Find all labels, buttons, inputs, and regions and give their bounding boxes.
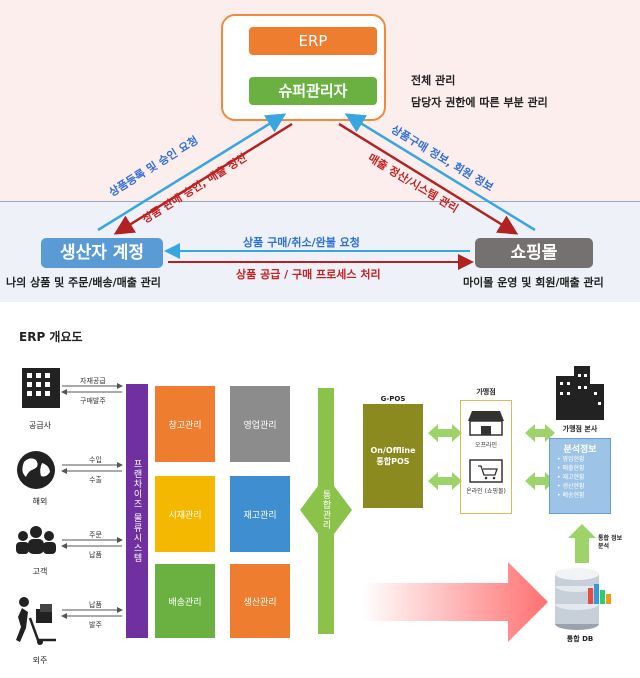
module-sales[interactable]: 영업관리 bbox=[230, 386, 290, 462]
gpos-title: G-POS bbox=[380, 395, 406, 403]
online-label: 온라인 (쇼핑몰) bbox=[466, 488, 506, 495]
store-hq-arrow-bottom bbox=[525, 472, 555, 490]
online-store-icon bbox=[469, 459, 503, 483]
hq-building-icon bbox=[556, 366, 604, 420]
producer-description: 나의 상품 및 주문/배송/매출 관리 bbox=[6, 276, 161, 289]
module-cash[interactable]: 시재관리 bbox=[155, 476, 215, 552]
people-icon bbox=[16, 526, 56, 554]
module-inventory[interactable]: 재고관리 bbox=[230, 476, 290, 552]
pos-store-arrow-top bbox=[428, 424, 462, 442]
pos-store-arrow-bottom bbox=[428, 472, 462, 490]
store-frame bbox=[460, 400, 512, 514]
franchise-logistics-bar[interactable]: 프랜차이즈 물류시스템 bbox=[126, 384, 148, 638]
mall-description: 마이몰 운영 및 회원/매출 관리 bbox=[463, 276, 604, 289]
entity-label-customer: 고객 bbox=[32, 567, 48, 576]
admin-note-partial: 담당자 권한에 따른 부분 관리 bbox=[411, 96, 548, 109]
data-flow-arrow bbox=[362, 562, 548, 642]
flow-label: 납품 bbox=[89, 551, 102, 559]
franchise-logistics-label: 프랜차이즈 물류시스템 bbox=[131, 459, 142, 563]
analysis-item: • 생산현황 bbox=[557, 483, 585, 490]
offline-store-icon bbox=[468, 411, 504, 436]
analysis-item: • 매출현황 bbox=[557, 465, 585, 472]
edge-producer-to-admin bbox=[97, 113, 287, 232]
admin-note-full: 전체 관리 bbox=[411, 74, 456, 87]
store-hq-arrow-top bbox=[525, 424, 555, 442]
analysis-arrow-label: 통합 정보 분석 bbox=[598, 535, 623, 550]
db-label: 통합 DB bbox=[566, 635, 594, 643]
analysis-title: 분석정보 bbox=[563, 445, 597, 455]
super-admin-box[interactable]: 슈퍼관리자 bbox=[249, 77, 377, 105]
flow-label: 주문 bbox=[89, 531, 102, 539]
flow-label: 수입 bbox=[89, 456, 102, 464]
label-producer-to-mall: 상품 공급 / 구매 프로세스 처리 bbox=[236, 268, 381, 281]
gpos-box[interactable]: On/Offline 통합POS bbox=[363, 404, 423, 508]
analysis-items: • 영업현황 • 매출현황 • 재고현황 • 생산현황 • 배송현황 bbox=[553, 455, 607, 500]
label-mall-to-producer: 상품 구매/취소/완불 요청 bbox=[243, 236, 360, 249]
building-icon bbox=[22, 368, 60, 408]
flow-label: 구매발주 bbox=[80, 397, 106, 405]
flow-label: 자재공급 bbox=[80, 377, 106, 385]
edge-admin-to-mall bbox=[338, 122, 519, 235]
globe-icon bbox=[17, 451, 55, 489]
module-delivery[interactable]: 배송관리 bbox=[155, 564, 215, 638]
flow-label: 수출 bbox=[89, 476, 102, 484]
hand-truck-icon bbox=[16, 597, 56, 645]
flow-label: 납품 bbox=[89, 601, 102, 609]
shopping-mall-box[interactable]: 쇼핑몰 bbox=[475, 238, 593, 268]
flow-label: 발주 bbox=[89, 621, 102, 629]
entity-label-overseas: 해외 bbox=[32, 497, 48, 506]
integrated-management[interactable]: 통합관리 bbox=[318, 470, 334, 550]
module-production[interactable]: 생산관리 bbox=[230, 564, 290, 638]
analysis-panel[interactable]: 분석정보 • 영업현황 • 매출현황 • 재고현황 • 생산현황 • 배송현황 bbox=[549, 438, 611, 514]
producer-account-box[interactable]: 생산자 계정 bbox=[41, 238, 163, 268]
hq-label: 가맹점 본사 bbox=[562, 425, 598, 433]
erp-box[interactable]: ERP bbox=[249, 27, 377, 55]
edge-mall-to-admin bbox=[344, 113, 536, 232]
entity-label-supplier: 공급사 bbox=[28, 421, 52, 430]
offline-label: 오프라인 bbox=[474, 442, 498, 449]
analysis-up-arrow bbox=[568, 524, 596, 563]
analysis-item: • 배송현황 bbox=[557, 492, 585, 499]
analysis-item: • 영업현황 bbox=[557, 456, 585, 463]
store-title: 가맹점 bbox=[476, 388, 496, 396]
database-icon bbox=[555, 568, 611, 630]
edge-admin-to-producer bbox=[113, 122, 293, 235]
integrated-arrow bbox=[300, 388, 352, 634]
module-warehouse[interactable]: 창고관리 bbox=[155, 386, 215, 462]
entity-label-outsourcing: 외주 bbox=[32, 656, 48, 665]
analysis-item: • 재고현황 bbox=[557, 474, 585, 481]
overview-title: ERP 개요도 bbox=[19, 330, 83, 344]
integrated-management-label: 통합관리 bbox=[320, 490, 331, 530]
